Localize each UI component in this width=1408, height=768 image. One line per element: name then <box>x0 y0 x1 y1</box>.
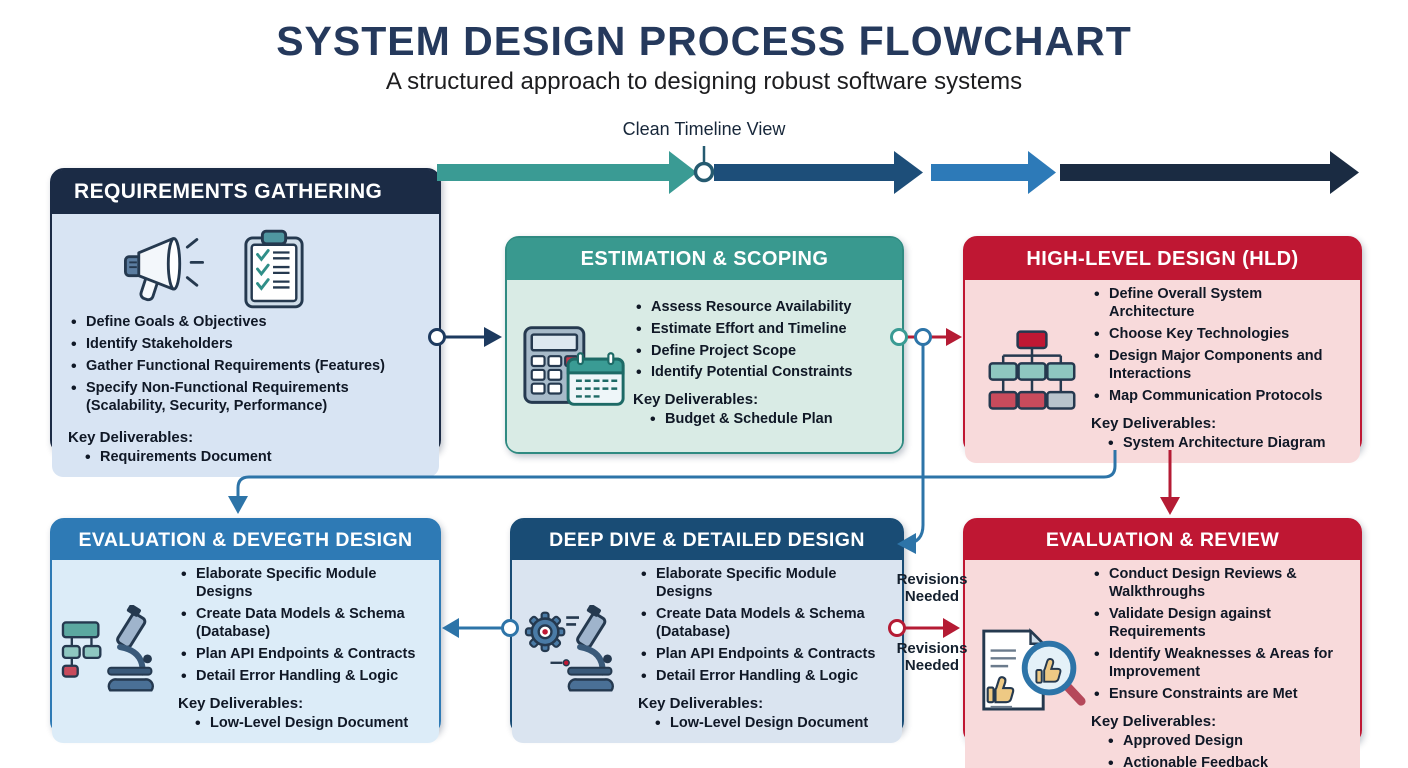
stage-bullet: Elaborate Specific Module Designs <box>178 565 425 602</box>
stage-icons <box>973 326 1091 416</box>
microscope-icon <box>567 605 614 692</box>
deliverables-label: Key Deliverables: <box>178 694 304 712</box>
stage-icons <box>520 605 638 697</box>
deliverable-item: Low-Level Design Document <box>192 714 425 734</box>
stage-box-requirements-gathering: REQUIREMENTS GATHERING <box>50 168 441 477</box>
stage-bullet: Detail Error Handling & Logic <box>638 667 888 687</box>
deliverables-label: Key Deliverables: <box>1091 712 1217 730</box>
deliverable-item: Approved Design <box>1105 732 1346 752</box>
timeline-arrowhead-4 <box>1330 151 1359 194</box>
stage-bullet: Identify Potential Constraints <box>633 363 888 383</box>
stage-bullet: Detail Error Handling & Logic <box>178 667 425 687</box>
stage-header-evaluation-devegth-design: EVALUATION & DEVEGTH DESIGN <box>52 520 439 560</box>
stage-box-evaluation-review: EVALUATION & REVIEW <box>963 518 1362 768</box>
connector-hld-to-evaluation-design-arrowhead <box>228 496 248 514</box>
flowchart-microscope-icon <box>61 605 154 692</box>
timeline-arrowhead-1 <box>669 151 697 194</box>
stage-bullet: Assess Resource Availability <box>633 298 888 318</box>
stage-bullet: Define Goals & Objectives <box>68 313 423 333</box>
page-subtitle: A structured approach to designing robus… <box>385 68 1023 95</box>
stage-box-high-level-design: HIGH-LEVEL DESIGN (HLD) Define Overall S… <box>963 236 1362 463</box>
gear-microscope-icon <box>524 605 614 692</box>
stage-header-estimation-scoping: ESTIMATION & SCOPING <box>507 238 902 280</box>
deliverable-item: Actionable Feedback <box>1105 754 1346 768</box>
deliverable-item: System Architecture Diagram <box>1105 434 1346 454</box>
stage-icons <box>973 626 1091 716</box>
deliverables-label: Key Deliverables: <box>68 428 194 446</box>
revisions-needed-label-bottom: Revisions Needed <box>896 640 968 674</box>
stage-bullet: Estimate Effort and Timeline <box>633 320 888 340</box>
magnifier-icon <box>1021 641 1086 706</box>
thumbs-up-icon <box>986 676 1015 704</box>
stage-bullet: Define Project Scope <box>633 342 888 362</box>
timeline-marker-circle <box>693 161 715 183</box>
stage-bullet: Create Data Models & Schema (Database) <box>178 605 425 642</box>
stage-header-deep-dive-detailed-design: DEEP DIVE & DETAILED DESIGN <box>512 520 902 560</box>
stage-icons <box>60 605 178 697</box>
revisions-needed-label-top: Revisions Needed <box>896 571 968 605</box>
stage-bullet: Gather Functional Requirements (Features… <box>68 357 423 377</box>
stage-bullet: Ensure Constraints are Met <box>1091 685 1346 705</box>
timeline-segment-3 <box>931 151 1056 194</box>
stage-bullet: Define Overall System Architecture <box>1091 285 1346 322</box>
timeline-segment-2 <box>714 151 923 194</box>
stage-title: DEEP DIVE & DETAILED DESIGN <box>549 528 865 551</box>
review-document-magnifier-icon <box>982 628 1086 711</box>
timeline-arrowhead-3 <box>1028 151 1056 194</box>
deliverable-item: Low-Level Design Document <box>652 714 888 734</box>
megaphone-icon <box>123 237 204 302</box>
stage-bullet: Conduct Design Reviews & Walkthroughs <box>1091 565 1346 602</box>
deliverable-item: Requirements Document <box>82 448 423 468</box>
stage-box-deep-dive-detailed-design: DEEP DIVE & DETAILED DESIGN <box>510 518 904 743</box>
stage-bullet: Identify Stakeholders <box>68 335 423 355</box>
microscope-icon <box>107 605 154 692</box>
checklist-clipboard-icon <box>244 229 304 309</box>
stage-bullet: Elaborate Specific Module Designs <box>638 565 888 602</box>
deliverables-label: Key Deliverables: <box>1091 414 1217 432</box>
stage-bullet: Validate Design against Requirements <box>1091 605 1346 642</box>
connector-deepdive-to-evaluation-design <box>442 618 519 638</box>
calculator-calendar-icon <box>523 326 625 406</box>
stage-bullet: Create Data Models & Schema (Database) <box>638 605 888 642</box>
deliverable-item: Budget & Schedule Plan <box>647 410 888 430</box>
stage-header-requirements-gathering: REQUIREMENTS GATHERING <box>52 170 439 214</box>
deliverables-label: Key Deliverables: <box>638 694 764 712</box>
calendar-icon <box>566 352 625 406</box>
stage-title: REQUIREMENTS GATHERING <box>74 180 383 203</box>
timeline-arrowhead-2 <box>894 151 923 194</box>
stage-icons <box>515 323 633 409</box>
stage-title: HIGH-LEVEL DESIGN (HLD) <box>1026 247 1299 270</box>
stage-title: EVALUATION & DEVEGTH DESIGN <box>78 528 413 551</box>
stage-title: EVALUATION & REVIEW <box>1045 528 1280 551</box>
stage-header-evaluation-review: EVALUATION & REVIEW <box>965 520 1360 560</box>
stage-header-high-level-design: HIGH-LEVEL DESIGN (HLD) <box>965 238 1360 280</box>
stage-box-evaluation-devegth-design: EVALUATION & DEVEGTH DESIGN <box>50 518 441 743</box>
stage-bullet: Specify Non-Functional Requirements (Sca… <box>68 379 423 416</box>
stage-bullet: Choose Key Technologies <box>1091 325 1346 345</box>
connector-hld-to-review-arrowhead <box>1160 497 1180 515</box>
timeline-segment-1 <box>437 151 697 194</box>
stage-bullet: Design Major Components and Interactions <box>1091 347 1346 384</box>
stage-bullet: Plan API Endpoints & Contracts <box>178 645 425 665</box>
stage-icons <box>68 220 423 314</box>
stage-bullet: Plan API Endpoints & Contracts <box>638 645 888 665</box>
page-title: SYSTEM DESIGN PROCESS FLOWCHART <box>276 18 1132 64</box>
timeline-segment-4 <box>1060 151 1359 194</box>
stage-title: ESTIMATION & SCOPING <box>580 247 829 270</box>
stage-bullet: Map Communication Protocols <box>1091 387 1346 407</box>
stage-box-estimation-scoping: ESTIMATION & SCOPING <box>505 236 904 454</box>
gear-icon <box>524 611 579 667</box>
connector-junction-to-deepdive <box>906 345 925 546</box>
deliverables-label: Key Deliverables: <box>633 391 759 409</box>
architecture-hierarchy-icon <box>988 330 1076 411</box>
stage-bullet: Identify Weaknesses & Areas for Improvem… <box>1091 645 1346 682</box>
timeline-view-label: Clean Timeline View <box>622 119 786 139</box>
